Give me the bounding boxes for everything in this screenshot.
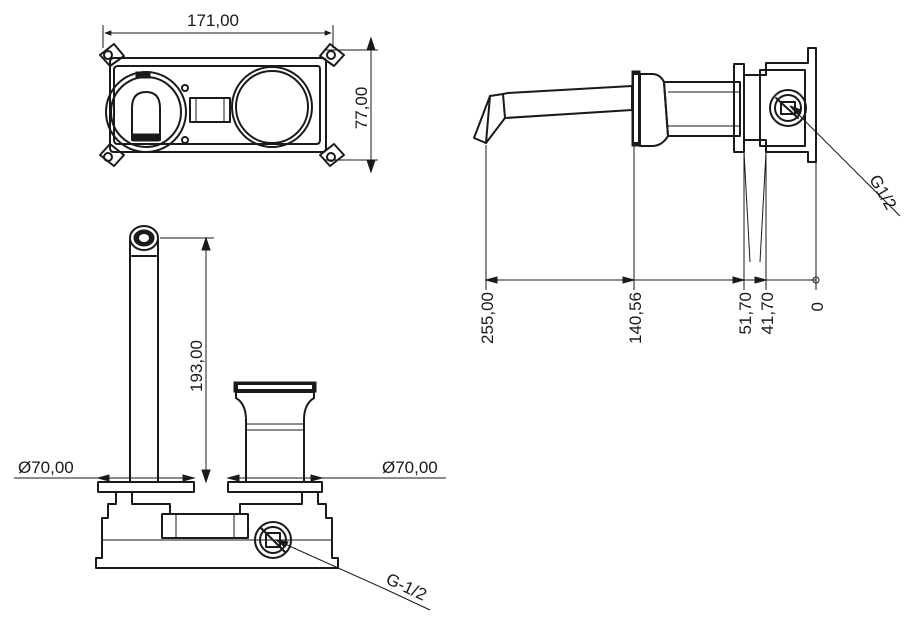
- elevation-view: 193,00 Ø70,00 Ø70,00: [14, 225, 446, 611]
- side-thread-label: G1/2: [865, 172, 900, 213]
- height-dimension-label: 77,00: [352, 87, 371, 130]
- dim-255: 255,00: [478, 292, 497, 344]
- dim-51: 51,70: [736, 292, 755, 335]
- width-dimension: 171,00: [102, 11, 334, 48]
- elevation-wall-box: [95, 491, 339, 569]
- elevation-thread-callout: G-1/2: [275, 539, 431, 611]
- side-wall-box: [743, 47, 817, 163]
- front-housing: [99, 43, 345, 167]
- side-view: G1/2 255,00 140,56 51,70 41,70 0: [473, 47, 901, 344]
- side-spout: [473, 85, 633, 144]
- spout-height-label: 193,00: [187, 340, 206, 392]
- right-plate-dia-label: Ø70,00: [382, 458, 438, 477]
- height-dimension: 77,00: [325, 36, 378, 174]
- spout-height-dimension: 193,00: [160, 236, 214, 484]
- side-baseline-dimensions: 255,00 140,56 51,70 41,70 0: [478, 145, 827, 344]
- side-handle: [631, 63, 745, 153]
- cover-plates: Ø70,00 Ø70,00: [14, 458, 446, 493]
- width-dimension-label: 171,00: [187, 11, 239, 30]
- dim-41: 41,70: [758, 292, 777, 335]
- left-plate-dia-label: Ø70,00: [18, 458, 74, 477]
- side-thread-callout: G1/2: [789, 105, 901, 217]
- elevation-handle: [233, 381, 317, 483]
- dim-0: 0: [808, 302, 827, 311]
- front-view: 171,00 77,00: [99, 11, 378, 174]
- dim-140: 140,56: [626, 292, 645, 344]
- elevation-spout: [129, 225, 159, 483]
